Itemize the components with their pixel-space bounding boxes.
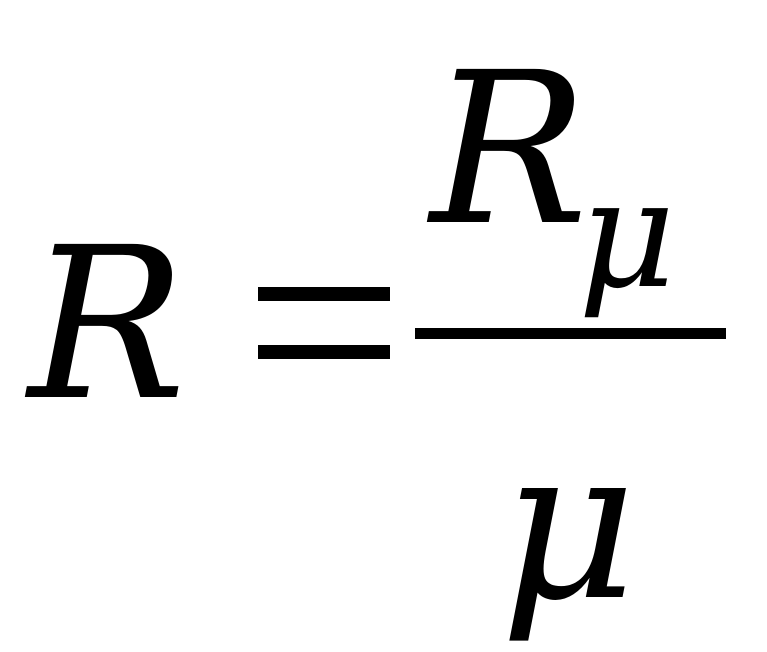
equals-top-bar (258, 287, 390, 301)
numerator-subscript: μ (578, 148, 676, 322)
equals-bottom-bar (258, 345, 390, 359)
denominator-variable: μ (500, 402, 637, 647)
fraction-bar (415, 328, 726, 339)
equals-sign (258, 287, 390, 359)
numerator-variable: R (430, 27, 589, 272)
lhs-variable: R (28, 202, 187, 447)
